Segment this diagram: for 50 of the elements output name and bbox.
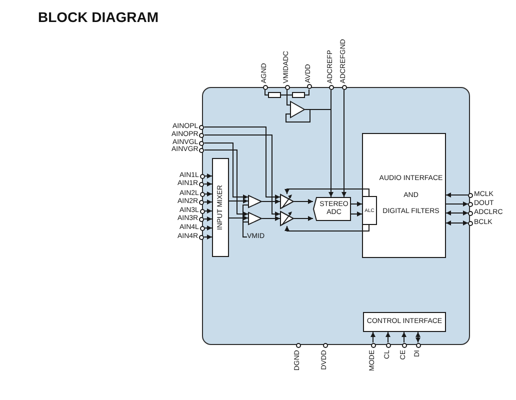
arrow [446, 220, 468, 226]
chip-outline [202, 87, 470, 345]
connector-line [242, 222, 248, 238]
arrow [204, 234, 212, 240]
arrow [350, 202, 362, 206]
arrow [294, 199, 314, 204]
arrow [204, 174, 212, 178]
arrow [350, 212, 362, 216]
amplifier-symbol [248, 212, 262, 225]
arrow [262, 199, 280, 204]
arrow [204, 150, 248, 216]
arrow [228, 216, 248, 220]
alc-block [362, 196, 377, 225]
connector-line [286, 89, 290, 106]
arrow [204, 142, 248, 200]
arrow [284, 224, 370, 232]
arrow [402, 332, 406, 343]
arrow [228, 198, 248, 204]
arrow [204, 216, 212, 222]
arrow [204, 126, 280, 200]
arrow [204, 192, 212, 196]
arrow [204, 200, 212, 204]
arrow [294, 216, 314, 221]
arrow [446, 192, 468, 198]
arrow [370, 332, 376, 343]
variable-gain-amplifier-symbol [280, 194, 294, 209]
arrow [342, 89, 346, 198]
connector-line [264, 89, 268, 96]
arrow [446, 210, 468, 216]
resistor-symbol [268, 92, 281, 98]
amplifier-symbol [248, 195, 262, 208]
arrow [416, 332, 420, 343]
op-amp-symbol [290, 101, 305, 118]
arrow [262, 216, 280, 221]
connector-line [304, 88, 310, 96]
variable-gain-amplifier-symbol [280, 211, 294, 226]
diagram-title: BLOCK DIAGRAM [38, 9, 159, 25]
arrow [446, 202, 468, 206]
arrow [204, 182, 212, 186]
arrow [328, 89, 334, 198]
arrow [204, 134, 280, 216]
arrow [284, 188, 370, 196]
resistor-symbol [292, 92, 305, 98]
input-mixer-block [212, 158, 229, 257]
adc-block [313, 197, 351, 221]
arrow [204, 208, 212, 214]
processing-block [362, 133, 446, 258]
arrow [204, 226, 212, 230]
arrow [386, 332, 390, 343]
control-interface-block [363, 312, 446, 332]
